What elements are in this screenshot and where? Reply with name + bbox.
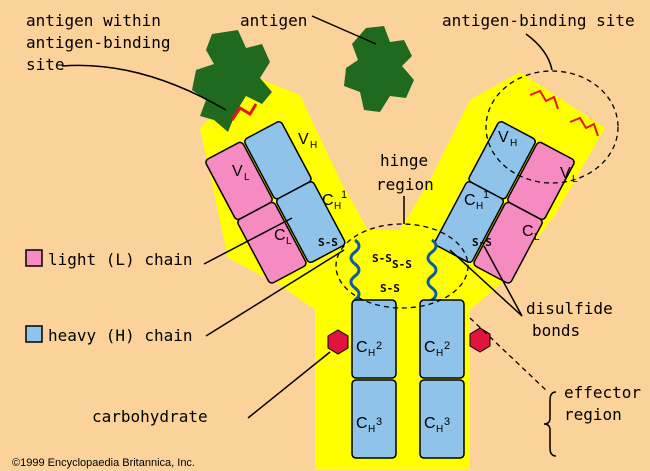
svg-text:V: V [298,131,309,148]
svg-text:L: L [534,232,540,243]
svg-text:C: C [424,415,436,432]
svg-text:V: V [232,163,243,180]
svg-text:H: H [436,424,443,435]
disulfide-bond-bottom: S-S [380,282,400,295]
copyright: ©1999 Encyclopaedia Britannica, Inc. [12,457,195,469]
svg-text:1: 1 [483,189,489,201]
svg-text:H: H [436,348,443,359]
svg-text:C: C [522,223,534,240]
svg-text:H: H [334,201,341,212]
svg-text:H: H [368,348,375,359]
svg-text:1: 1 [341,189,347,201]
svg-text:V: V [498,129,509,146]
disulfide-bond-left: S-S [318,236,338,249]
disulfide-bond-top: S-S [372,252,392,265]
svg-text:V: V [560,165,571,182]
label-effector-region: region [564,405,622,424]
svg-text:H: H [476,201,483,212]
label-site-left: site [26,55,65,74]
label-antigen-within: antigen within [26,11,161,30]
svg-text:H: H [510,138,517,149]
label-heavy-chain: heavy (H) chain [48,326,193,345]
label-region-hinge: region [376,175,434,194]
svg-text:3: 3 [444,416,450,428]
svg-text:C: C [274,227,286,244]
svg-text:2: 2 [444,340,450,352]
label-bonds: bonds [532,321,580,340]
svg-text:H: H [310,140,317,151]
svg-text:L: L [286,236,292,247]
disulfide-bond-right: S-S [472,236,492,249]
svg-text:C: C [424,339,436,356]
svg-text:H: H [368,424,375,435]
label-disulfide: disulfide [526,299,613,318]
label-antigen: antigen [240,11,307,30]
disulfide-bond-mid: S-S [392,258,412,271]
label-antigen-binding-left: antigen-binding [26,33,171,52]
svg-text:C: C [356,415,368,432]
label-hinge: hinge [380,151,428,170]
heavy-chain-swatch [26,326,42,342]
svg-text:C: C [356,339,368,356]
light-chain-swatch [26,250,42,266]
svg-text:2: 2 [376,340,382,352]
label-effector: effector [564,383,641,402]
label-light-chain: light (L) chain [48,250,193,269]
label-carbohydrate: carbohydrate [92,407,208,426]
svg-text:3: 3 [376,416,382,428]
svg-text:C: C [464,192,476,209]
svg-text:C: C [322,192,334,209]
label-antigen-binding-site: antigen-binding site [442,11,635,30]
svg-text:L: L [244,172,250,183]
